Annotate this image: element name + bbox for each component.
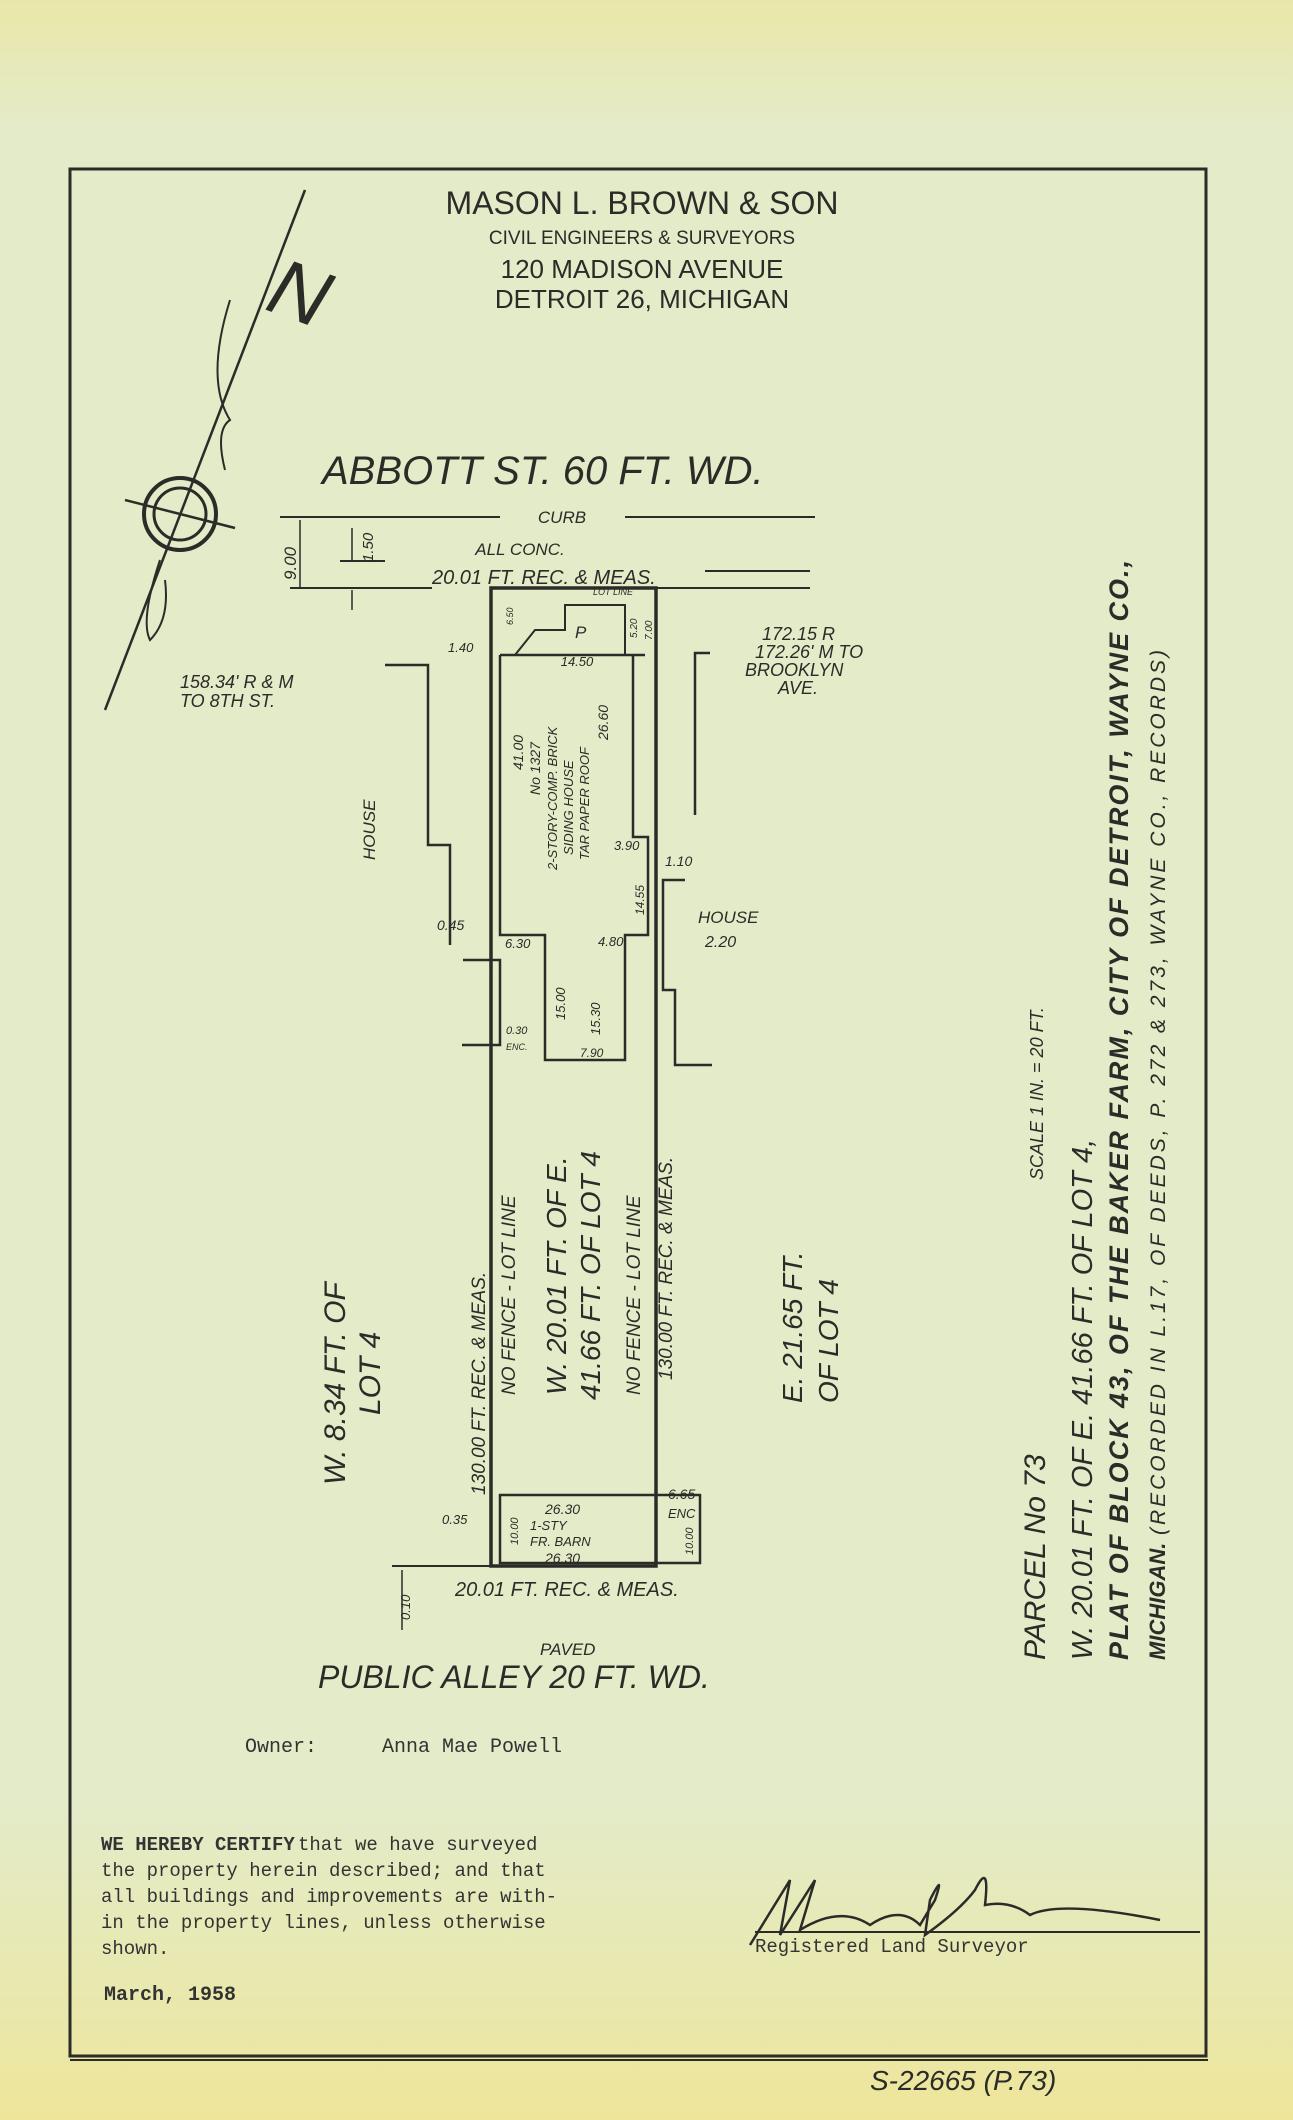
sheet-border [68,167,1208,2058]
barn-outline [498,1493,702,1565]
surveyor-signature [748,1876,1161,1946]
top-street-label: ABBOTT ST. 60 FT. WD. [320,449,764,493]
dim-26-30-top: 26.30 [544,1501,580,1517]
porch-label: P [575,623,587,642]
left-side-dimension: 130.00 FT. REC. & MEAS. [469,1272,490,1495]
east-house-label: HOUSE [698,908,759,927]
no-fence-right: NO FENCE - LOT LINE [624,1195,645,1395]
legal-line-1: W. 20.01 FT. OF E. 41.66 FT. OF LOT 4, [1067,1139,1099,1660]
file-number: S-22665 (P.73) [870,2065,1056,2096]
dim-0-30: 0.30 [506,1025,528,1037]
paved-label: PAVED [540,1640,595,1659]
east-house-outline [693,651,710,815]
certify-line-3: all buildings and improvements are with- [101,1886,557,1908]
lot-boundary [489,586,658,1568]
firm-city: DETROIT 26, MICHIGAN [495,284,789,314]
east-lot-label-1: E. 21.65 FT. [777,1252,808,1404]
barn-label-2: FR. BARN [530,1534,591,1549]
dim-4-80: 4.80 [598,934,624,949]
dim-6-65: 6.65 [668,1486,695,1502]
curb-label: CURB [538,508,586,527]
west-house-label: HOUSE [360,799,379,860]
enc-label-2: ENC [668,1506,696,1521]
house-description-2: SIDING HOUSE [561,760,576,855]
dim-0-10: 0.10 [398,1594,413,1620]
firm-subtitle: CIVIL ENGINEERS & SURVEYORS [489,228,795,249]
certify-line-2: the property herein described; and that [101,1860,546,1882]
east-house-outline-2 [661,878,712,1067]
enc-label: ENC. [506,1042,528,1052]
bottom-street-label: PUBLIC ALLEY 20 FT. WD. [318,1659,710,1695]
west-reference-2: TO 8TH ST. [180,691,275,711]
parcel-number: PARCEL No 73 [1019,1454,1052,1660]
house-description-3: TAR PAPER ROOF [577,746,592,860]
east-reference-3: BROOKLYN [745,660,844,680]
front-dimension: 20.01 FT. REC. & MEAS. [431,567,656,589]
dim-6-50: 6.50 [505,607,515,625]
center-lot-label-2: 41.66 FT. OF LOT 4 [575,1151,606,1400]
barn-label-1: 1-STY [530,1518,568,1533]
west-house-outline [385,663,452,945]
rear-dimension: 20.01 FT. REC. & MEAS. [454,1579,679,1601]
firm-name: MASON L. BROWN & SON [446,185,839,221]
dim-7-00: 7.00 [644,620,655,640]
dim-3-90: 3.90 [614,838,640,853]
west-reference-1: 158.34' R & M [180,672,294,692]
legal-line-3a: MICHIGAN. [1145,1543,1170,1660]
dim-0-35: 0.35 [442,1512,468,1527]
east-reference-4: AVE. [777,678,818,698]
dim-7-90: 7.90 [580,1046,604,1060]
west-house-outline-2 [462,958,502,1047]
dim-41-00: 41.00 [510,735,526,770]
dim-10-00-right: 10.00 [684,1527,696,1555]
certify-line-1: that we have surveyed [298,1834,537,1856]
dim-1-10: 1.10 [665,853,692,869]
house-outline [498,655,650,1062]
center-lot-label-1: W. 20.01 FT. OF E. [541,1156,572,1395]
signer-title: Registered Land Surveyor [755,1936,1029,1958]
owner-label: Owner: [245,1736,317,1759]
legal-line-2: PLAT OF BLOCK 43, OF THE BAKER FARM, CIT… [1104,560,1134,1660]
dim-9-00: 9.00 [281,546,300,580]
scale-label: SCALE 1 IN. = 20 FT. [1027,1007,1047,1180]
owner-name: Anna Mae Powell [382,1736,562,1759]
dim-6-30: 6.30 [505,936,531,951]
survey-date: March, 1958 [104,1984,236,2007]
west-lot-label-1: W. 8.34 FT. OF [319,1281,352,1485]
east-lot-label-2: OF LOT 4 [813,1279,844,1403]
all-conc-label: ALL CONC. [474,540,564,559]
dim-14-50: 14.50 [561,654,594,669]
dim-10-00-left: 10.00 [509,1517,521,1545]
dim-26-30-bottom: 26.30 [544,1550,580,1566]
certify-lead: WE HEREBY CERTIFY [101,1834,295,1856]
dim-2-20: 2.20 [704,934,736,951]
firm-address: 120 MADISON AVENUE [501,254,784,284]
house-number: No 1327 [527,741,543,795]
right-side-dimension: 130.00 FT. REC. & MEAS. [656,1157,677,1380]
dim-1-40: 1.40 [448,640,474,655]
dim-1-50: 1.50 [360,532,377,562]
certify-line-5: shown. [101,1938,169,1960]
house-description-1: 2-STORY-COMP. BRICK [545,725,560,871]
legal-line-3b: (RECORDED IN L.17, OF DEEDS, P. 272 & 27… [1147,650,1170,1535]
north-arrow-icon: N [103,189,342,711]
east-reference-2: 172.26' M TO [755,642,863,662]
no-fence-left: NO FENCE - LOT LINE [499,1195,520,1395]
dim-14-55: 14.55 [633,885,647,915]
east-reference-1: 172.15 R [762,624,835,644]
dim-15-00: 15.00 [553,987,568,1020]
dim-26-60: 26.60 [595,705,611,741]
certify-line-4: in the property lines, unless otherwise [101,1912,546,1934]
north-label: N [257,241,342,344]
west-lot-label-2: LOT 4 [354,1332,387,1415]
lot-line-label: LOT LINE [593,587,634,597]
dim-5-20: 5.20 [629,618,640,638]
dim-15-30: 15.30 [588,1002,603,1035]
